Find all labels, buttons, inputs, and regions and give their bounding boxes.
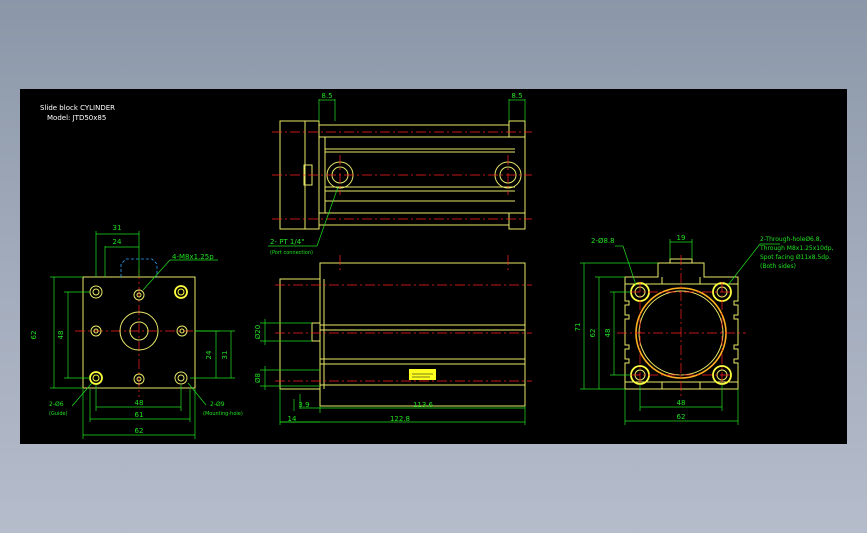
dim-62-h: 62 [135,427,144,435]
title-line-1: Slide block CYLINDER [40,104,115,112]
dim-19: 19 [677,234,686,242]
dim-24-v: 24 [205,350,213,359]
through-note-2: Through M8x1.25x10dp, [759,245,834,252]
m8-hole-left [90,325,102,337]
dim-8-5-right: 8.5 [511,92,522,100]
dim-71: 71 [574,323,582,332]
port-label: 2- PT 1/4" [270,238,304,246]
dim-62-v: 62 [30,331,38,340]
m8-hole-bottom [133,373,145,385]
dim-122-8: 122.8 [390,415,410,423]
through-hole-br [712,365,732,385]
m8-hole-top [133,289,145,301]
dim-phi20: Ø20 [254,325,262,339]
through-note-4: (Both sides) [760,263,796,270]
port-note: (Port connection) [270,250,313,256]
through-note-3: Spot facing Ø11x8.5dp. [760,254,831,261]
cad-viewport[interactable]: Slide block CYLINDER Model: JTD50x85 [20,89,847,444]
boss-inner [129,321,149,341]
end-view-right: 2-Ø8.8 19 2-Through-holeØ6.8, Through M8… [574,234,834,425]
cad-drawing: Slide block CYLINDER Model: JTD50x85 [30,92,834,439]
dim-48-h: 48 [135,399,144,407]
dim-31-v: 31 [221,351,229,360]
end-view-left: 31 24 4-M8x1.25p 62 48 24 31 48 61 62 2-… [30,224,243,439]
boss-outer [119,311,159,351]
extrusion-profile [624,262,739,390]
dim-m8-note: 4-M8x1.25p [172,253,214,261]
nameplate [409,369,436,380]
through-note-1: 2-Through-holeØ6.8, [760,236,822,243]
mount-label: 2-Ø9 [210,401,225,408]
dim-113-6: 113.6 [413,401,434,409]
dim-3-9: 3.9 [298,401,309,409]
dim-phi8: Ø8 [254,373,262,383]
guide-hole-bl [89,371,103,385]
mount-note: (Mounting-hole) [203,411,243,417]
guide-note: (Guide) [49,411,68,417]
dim-24-top: 24 [113,238,122,246]
top-view: 8.5 8.5 2- PT 1/4" (Port connection) [268,92,532,256]
dim-61-h: 61 [135,411,144,419]
dim-2-phi8-8: 2-Ø8.8 [591,237,615,245]
guide-hole-tr [174,285,188,299]
mount-hole-tl [89,285,103,299]
m8-hole-right [176,325,188,337]
dim-48-h-right: 48 [677,399,686,407]
hidden-tab [120,258,158,277]
mount-hole-br [174,371,188,385]
dim-48-v-right: 48 [604,329,612,338]
dim-8-5-left: 8.5 [321,92,332,100]
dim-62-h-right: 62 [677,413,686,421]
title-line-2: Model: JTD50x85 [47,114,106,122]
side-view: Ø20 Ø8 3.9 113.6 14 122.8 [254,255,532,425]
dim-14: 14 [288,415,297,423]
guide-label: 2-Ø6 [49,401,64,408]
dim-48-v: 48 [57,331,65,340]
dim-31-top: 31 [113,224,122,232]
dim-62-v-right: 62 [589,329,597,338]
